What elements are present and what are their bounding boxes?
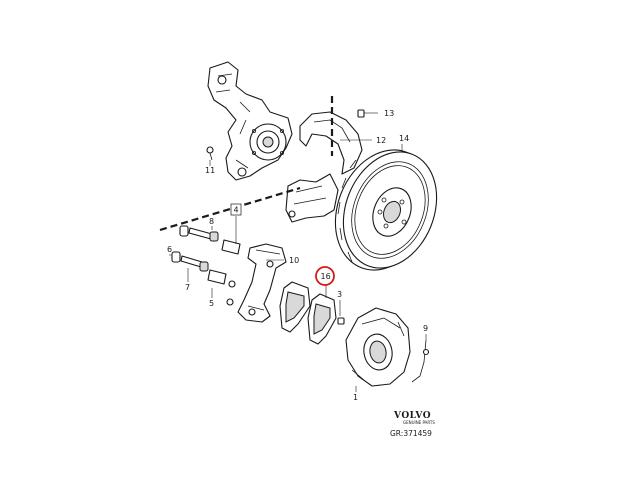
callout-10: 10 — [289, 256, 299, 265]
callout-14: 14 — [399, 134, 409, 143]
brand-block: VOLVO GENUINE PARTS GR:371459 — [390, 411, 435, 438]
drawing-reference: GR:371459 — [390, 429, 432, 438]
assembly-dash-lines — [159, 96, 334, 232]
callout-11: 11 — [205, 166, 215, 175]
caliper-housing — [345, 307, 411, 387]
leader-lines — [169, 112, 427, 392]
caliper-carrier — [237, 243, 287, 323]
brand-logo: VOLVO — [393, 411, 431, 421]
callout-3: 3 — [337, 290, 342, 299]
callout-12: 12 — [376, 136, 386, 145]
callouts: 13 12 14 11 4 8 10 6 7 5 16 3 1 9 — [167, 109, 428, 402]
callout-16: 16 — [321, 272, 331, 281]
callout-7: 7 — [185, 283, 190, 292]
callout-13: 13 — [384, 109, 394, 118]
brake-pads — [279, 281, 337, 345]
callout-5: 5 — [209, 299, 214, 308]
guide-pins-bolts — [171, 109, 430, 383]
steering-knuckle — [207, 61, 293, 181]
callout-9: 9 — [423, 324, 428, 333]
callout-6: 6 — [167, 245, 172, 254]
splash-shield — [285, 111, 363, 223]
callout-4: 4 — [234, 206, 239, 215]
brand-subline: GENUINE PARTS — [403, 420, 435, 425]
callout-4-box — [230, 203, 242, 216]
callout-16-highlight-ring — [315, 266, 335, 286]
callout-8: 8 — [209, 217, 214, 226]
callout-1: 1 — [353, 393, 358, 402]
brake-disc — [334, 149, 438, 271]
